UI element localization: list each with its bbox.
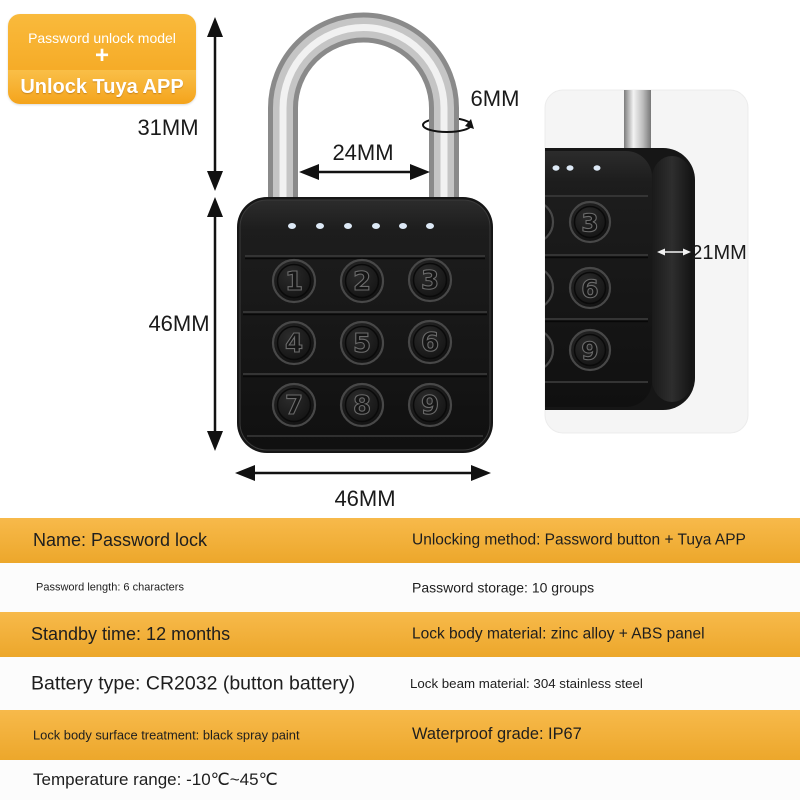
led-indicator bbox=[344, 223, 352, 229]
side-shackle bbox=[624, 90, 651, 156]
side-key-partial bbox=[545, 199, 555, 245]
led-indicator bbox=[566, 165, 574, 171]
key-digit: 4 bbox=[285, 329, 303, 359]
led-indicator bbox=[316, 223, 324, 229]
side-ridges bbox=[545, 195, 648, 383]
side-view-inset: 3 6 9 21MM bbox=[544, 89, 749, 434]
arrow-body-thickness bbox=[657, 248, 691, 256]
key-digit: 8 bbox=[353, 391, 371, 421]
spec-name: Name: Password lock bbox=[33, 529, 208, 550]
led-indicator bbox=[288, 223, 296, 229]
led-indicator bbox=[593, 165, 601, 171]
spec-row: Standby time: 12 months Lock body materi… bbox=[0, 612, 800, 657]
badge-highlight bbox=[8, 70, 196, 104]
badge-line-2: Unlock Tuya APP bbox=[20, 76, 184, 98]
spec-password-storage: Password storage: 10 groups bbox=[412, 579, 595, 596]
keypad: 1 2 3 4 5 bbox=[271, 257, 453, 428]
spec-body-material: Lock body material: zinc alloy + ABS pan… bbox=[412, 625, 705, 643]
rotation-arrow-icon bbox=[422, 119, 474, 133]
spec-temperature-range: Temperature range: -10℃~45℃ bbox=[33, 769, 278, 789]
arrow-shackle-width bbox=[299, 164, 430, 180]
key-digit: 9 bbox=[421, 391, 439, 421]
badge-plus: + bbox=[94, 42, 109, 69]
spec-row: Password length: 6 characters Password s… bbox=[0, 563, 800, 612]
side-key-3: 3 bbox=[568, 200, 612, 244]
spec-battery-type: Battery type: CR2032 (button battery) bbox=[31, 671, 356, 694]
arrow-body-height bbox=[207, 197, 223, 451]
led-indicator bbox=[426, 223, 434, 229]
key-digit: 6 bbox=[421, 328, 439, 358]
dimension-arrows bbox=[207, 17, 491, 481]
key-digit: 1 bbox=[285, 267, 303, 297]
side-key-partial bbox=[545, 265, 555, 311]
spec-row: Temperature range: -10℃~45℃ bbox=[0, 760, 800, 800]
side-face bbox=[652, 156, 692, 402]
key-2: 2 bbox=[339, 258, 385, 304]
spec-waterproof-grade: Waterproof grade: IP67 bbox=[412, 725, 582, 744]
led-indicator bbox=[399, 223, 407, 229]
key-digit: 5 bbox=[353, 329, 371, 359]
spec-standby-time: Standby time: 12 months bbox=[31, 623, 231, 644]
spec-row: Battery type: CR2032 (button battery) Lo… bbox=[0, 657, 800, 710]
led-indicators bbox=[288, 223, 434, 229]
arrow-shackle-height bbox=[207, 17, 223, 191]
key-digit: 2 bbox=[353, 267, 371, 297]
product-illustration: 1 2 3 4 5 bbox=[137, 12, 749, 511]
side-key-6: 6 bbox=[568, 266, 612, 310]
key-digit: 9 bbox=[581, 337, 598, 366]
side-key-partial bbox=[545, 327, 555, 373]
spec-surface-treatment: Lock body surface treatment: black spray… bbox=[33, 727, 300, 743]
key-1: 1 bbox=[271, 258, 317, 304]
side-key-9: 9 bbox=[568, 328, 612, 372]
key-3: 3 bbox=[407, 257, 453, 303]
spec-password-length: Password length: 6 characters bbox=[36, 580, 184, 593]
key-digit: 6 bbox=[581, 275, 598, 304]
badge-line-1: Password unlock model bbox=[28, 30, 176, 46]
key-digit: 3 bbox=[581, 209, 598, 238]
spec-table: Name: Password lock Unlocking method: Pa… bbox=[0, 518, 800, 800]
key-8: 8 bbox=[339, 382, 385, 428]
label-shackle-diameter: 6MM bbox=[471, 86, 520, 111]
spec-row: Name: Password lock Unlocking method: Pa… bbox=[0, 518, 800, 563]
arrow-body-width bbox=[235, 465, 491, 481]
key-9: 9 bbox=[407, 382, 453, 428]
key-7: 7 bbox=[271, 382, 317, 428]
spec-row: Lock body surface treatment: black spray… bbox=[0, 710, 800, 760]
led-indicator bbox=[372, 223, 380, 229]
model-badge: Password unlock model + Unlock Tuya APP bbox=[8, 14, 196, 104]
label-shackle-width: 24MM bbox=[332, 140, 393, 165]
side-led-indicators bbox=[552, 165, 601, 171]
key-6: 6 bbox=[407, 319, 453, 365]
key-4: 4 bbox=[271, 320, 317, 366]
body-ridges bbox=[243, 255, 487, 437]
key-digit: 3 bbox=[421, 266, 439, 296]
label-body-height: 46MM bbox=[148, 311, 209, 336]
led-indicator bbox=[552, 165, 560, 171]
spec-unlocking-method: Unlocking method: Password button + Tuya… bbox=[412, 531, 746, 549]
lock-body: 1 2 3 4 5 bbox=[237, 197, 493, 453]
key-5: 5 bbox=[339, 320, 385, 366]
shackle bbox=[268, 12, 459, 215]
side-keys-partial bbox=[545, 199, 555, 373]
label-body-thickness: 21MM bbox=[691, 242, 747, 264]
key-digit: 7 bbox=[285, 391, 303, 421]
spec-beam-material: Lock beam material: 304 stainless steel bbox=[410, 675, 643, 691]
label-shackle-height: 31MM bbox=[137, 115, 198, 140]
label-body-width: 46MM bbox=[334, 486, 395, 511]
